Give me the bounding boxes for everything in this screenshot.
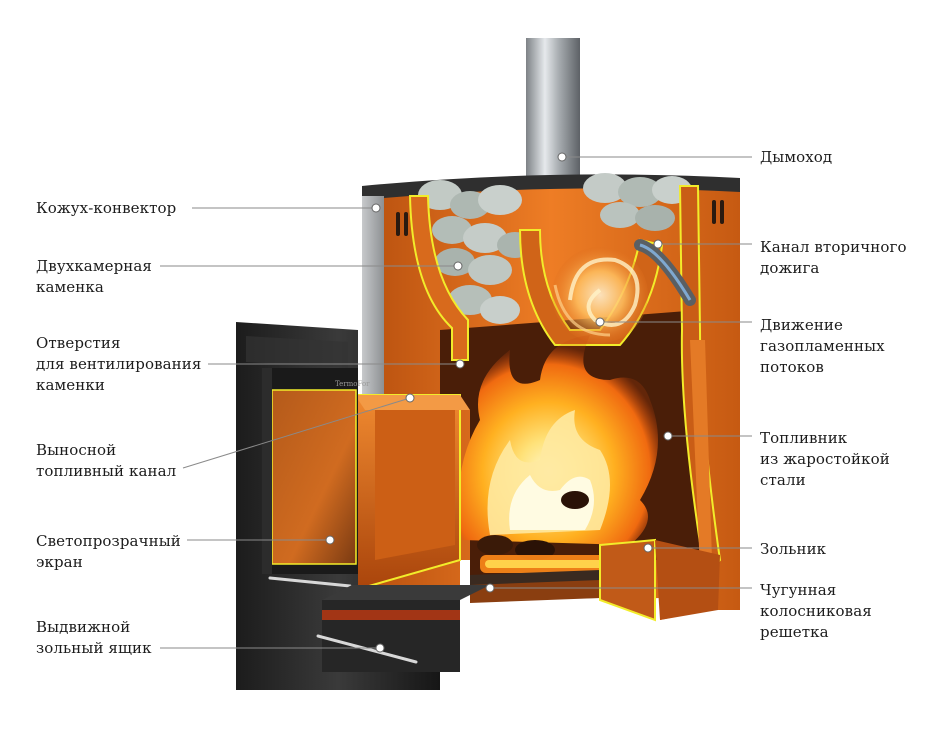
- label-cast-iron-grate: Чугунная колосниковая решетка: [760, 581, 872, 641]
- door-hinge-side: [262, 368, 272, 574]
- label-afterburn-channel: Канал вторичного дожига: [760, 238, 907, 277]
- label-ash-drawer: Выдвижной зольный ящик: [36, 618, 152, 657]
- transparent-screen: [271, 389, 357, 565]
- firebox-wall-face: [690, 340, 712, 570]
- vent-slots: [396, 200, 724, 236]
- ash-drawer-inner: [322, 610, 460, 620]
- label-two-chamber-heater: Двухкамерная каменка: [36, 257, 152, 296]
- cast-iron-grate: [470, 570, 600, 603]
- ash-pit-side: [655, 540, 720, 620]
- burning-logs: [477, 491, 610, 573]
- label-remote-fuel-channel: Выносной топливный канал: [36, 441, 177, 480]
- door-frame-molding: [246, 336, 348, 368]
- leader-dots: [325, 152, 673, 653]
- main-flame: [458, 335, 658, 545]
- label-firebox-steel: Топливник из жаростойкой стали: [760, 429, 890, 489]
- door-brand: TermoFor: [335, 380, 370, 388]
- ash-pit: [599, 538, 656, 622]
- gas-flame-swirl: [552, 247, 648, 343]
- ash-drawer-handle[interactable]: [316, 634, 418, 664]
- door-handle[interactable]: [268, 576, 352, 588]
- label-chimney: Дымоход: [760, 148, 833, 166]
- label-transparent-screen: Светопрозрачный экран: [36, 532, 181, 571]
- sauna-stones: [418, 173, 692, 324]
- label-ash-pit: Зольник: [760, 540, 827, 558]
- label-heater-vent-holes: Отверстия для вентилирования каменки: [36, 334, 202, 394]
- casing-steel-side: [362, 196, 384, 396]
- leader-lines: [160, 156, 752, 649]
- fuel-channel-inner: [375, 410, 455, 560]
- label-gas-flame-flow: Движение газопламенных потоков: [760, 316, 885, 376]
- afterburn-glow: [639, 243, 692, 301]
- ash-drawer-top: [322, 585, 490, 600]
- label-convector-casing: Кожух-конвектор: [36, 199, 177, 217]
